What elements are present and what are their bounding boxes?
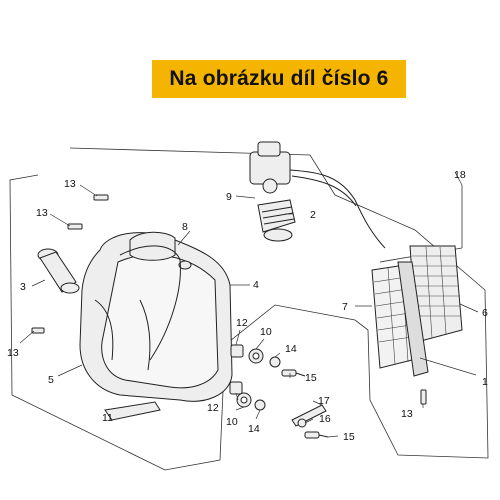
callout-3: 3 bbox=[20, 281, 26, 293]
airbox-housing bbox=[79, 231, 233, 402]
callout-2: 2 bbox=[310, 209, 316, 221]
callout-13a: 13 bbox=[64, 178, 76, 190]
callout-13d: 13 bbox=[401, 408, 413, 420]
callout-8: 8 bbox=[182, 221, 188, 233]
callout-15a: 15 bbox=[305, 372, 317, 384]
callout-4: 4 bbox=[253, 279, 259, 291]
hardware-lower bbox=[229, 381, 329, 439]
carburetor-part bbox=[249, 141, 386, 249]
callout-12a: 12 bbox=[236, 317, 248, 329]
callout-11: 11 bbox=[102, 412, 113, 424]
title-banner: Na obrázku díl číslo 6 bbox=[152, 60, 406, 98]
callout-13b: 13 bbox=[36, 207, 48, 219]
callout-14a: 14 bbox=[285, 343, 297, 355]
callout-7: 7 bbox=[342, 301, 348, 313]
callout-9: 9 bbox=[226, 191, 232, 203]
intake-tube-part bbox=[37, 248, 80, 294]
filter-frame-7 bbox=[371, 261, 429, 377]
hardware-upper bbox=[230, 344, 306, 377]
filter-element-6 bbox=[409, 245, 463, 343]
callout-13c: 13 bbox=[7, 347, 19, 359]
banner-text: Na obrázku díl číslo 6 bbox=[169, 67, 389, 90]
leader-lines bbox=[19, 171, 479, 438]
callout-14b: 14 bbox=[248, 423, 260, 435]
callout-5: 5 bbox=[48, 374, 54, 386]
callout-labels: 1 2 3 4 5 6 7 8 9 10 10 11 12 12 13 13 1… bbox=[7, 169, 488, 443]
callout-18: 18 bbox=[454, 169, 466, 181]
callout-6: 6 bbox=[482, 307, 488, 319]
callout-12b: 12 bbox=[207, 402, 219, 414]
callout-15b: 15 bbox=[343, 431, 355, 443]
gasket-part-8 bbox=[119, 245, 181, 361]
gasket-part-11 bbox=[104, 401, 161, 421]
callout-1: 1 bbox=[482, 376, 488, 388]
screws-13 bbox=[31, 194, 427, 405]
callout-10a: 10 bbox=[260, 326, 272, 338]
callout-16: 16 bbox=[319, 413, 331, 425]
callout-10b: 10 bbox=[226, 416, 238, 428]
intake-rubber-part bbox=[257, 199, 296, 242]
callout-17: 17 bbox=[318, 395, 330, 407]
